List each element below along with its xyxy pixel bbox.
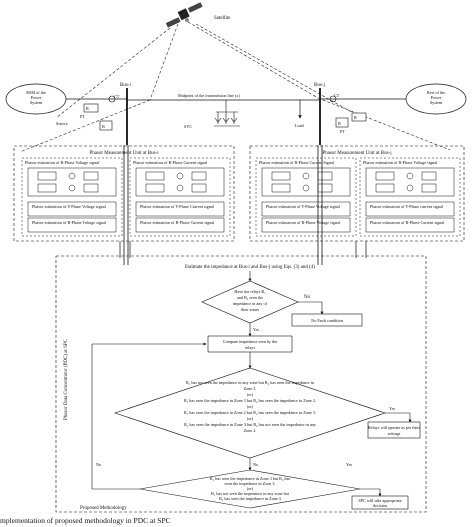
decision2-yes: Yes xyxy=(389,406,395,411)
left-power-system-line3: System xyxy=(30,100,43,105)
spc-action-line1: SPC will take appropriate xyxy=(358,498,401,503)
decision2-line8: R₁ has seen the impedance in Zone 3 but … xyxy=(184,422,317,427)
left-power-system-line2: Power xyxy=(31,95,42,100)
pmu-i-right-output-2: Phasor estimation of B-Phase Current sig… xyxy=(140,220,215,225)
pdc-block: Phasor Data Concentrator (PDC) at SPC Es… xyxy=(55,255,427,513)
pmu-j-title: Phasor Measurement Unit at Bus-j xyxy=(322,151,391,156)
decision3-line1: R₁ has seen the impedance in Zone 3 but … xyxy=(210,476,291,481)
decision2-line1: R₁ has not seen the impedance in any zon… xyxy=(186,380,315,385)
midpoint-label: Midpoint of the transmission line (x) xyxy=(178,93,240,98)
decision2-line6: R₁ has seen the impedance in Zone 2 but … xyxy=(184,410,316,415)
spc-action-line2: decision xyxy=(373,503,388,508)
no-fault-box: No Fault condition xyxy=(311,318,344,323)
pmu-bus-i: Phasor Measurement Unit at Bus-i Phasor … xyxy=(13,145,235,242)
decision1-line2: and R₂ seen the xyxy=(237,295,263,300)
relay-left-label: R xyxy=(86,106,89,111)
decision1-line4: their zones xyxy=(241,307,260,312)
estimate-step: Estimate the impedance at Bus-i and Bus-… xyxy=(185,265,315,270)
decision2-line5: (or) xyxy=(247,404,254,409)
relays-operate-line1: Relays will operate as per their xyxy=(368,425,421,430)
right-power-system-line3: System xyxy=(430,100,443,105)
right-power-system: Rest of the Power System xyxy=(405,83,467,115)
breaker-right-label: B xyxy=(338,121,341,126)
pmu-j-left-title: Phasor estimation of R-Phase Current Sig… xyxy=(259,160,335,165)
decision3-yes: Yes xyxy=(346,462,352,467)
left-power-system: RSM of the Power System xyxy=(5,83,67,115)
pt-left-label: PT xyxy=(80,114,85,119)
decision2-line7: (or) xyxy=(247,416,254,421)
right-power-system-line2: Power xyxy=(431,95,442,100)
satellite-links xyxy=(19,21,451,153)
relay-right-label: R xyxy=(354,115,357,120)
decision1-yes: Yes xyxy=(253,327,259,332)
bus-j-label: Bus-j xyxy=(314,83,325,88)
pmu-i-right-title: Phasor estimation of R-Phase Current sig… xyxy=(133,160,208,165)
left-power-system-line1: RSM of the xyxy=(26,90,46,95)
pmu-i-title: Phasor Measurement Unit at Bus-i xyxy=(89,151,159,156)
load-label: Load xyxy=(295,123,305,128)
svc-symbol xyxy=(214,100,240,127)
pmu-j-right-title: Phasor estimation of R-Phase Voltage sig… xyxy=(363,160,438,165)
figure-caption: mplementation of proposed methodology in… xyxy=(0,516,171,525)
decision2-line9: Zone 2. xyxy=(244,428,257,433)
pdc-side-label: Phasor Data Concentrator (PDC) at SPC xyxy=(64,338,69,420)
pmu-i-left-title: Phasor estimation of R-Phase Voltage sig… xyxy=(25,160,100,165)
ct-left-label: CT xyxy=(114,94,120,99)
decision3-line4: R₁ has not seen the impedance in any zon… xyxy=(211,491,290,496)
decision2-line2: Zone 3. xyxy=(244,386,257,391)
decision3-no: No xyxy=(96,462,101,467)
svc-label: SVC xyxy=(184,124,192,129)
compare-line1: Compare impedance seen by the xyxy=(223,339,278,344)
pmu-j-right-output-1: Phasor estimation of Y-Phase current sig… xyxy=(370,204,444,209)
pmu-j-left-output-2: Phasor estimation of B-Phase Voltage sig… xyxy=(266,220,341,225)
decision1-line1: Have the relays R₁ xyxy=(234,289,266,294)
satellite-icon xyxy=(165,2,203,28)
pt-right-label: PT xyxy=(340,129,345,134)
ct-right-label: CT xyxy=(334,93,340,98)
bus-i-label: Bus-i xyxy=(120,83,131,88)
decision1-line3: impedance in any of xyxy=(233,301,268,306)
pmu-j-right-output-2: Phasor estimation of B-Phase Current sig… xyxy=(370,220,445,225)
pmu-i-left-output-1: Phasor estimation of Y-Phase Voltage sig… xyxy=(32,204,107,209)
decision2-no: No xyxy=(253,462,258,467)
methodology-label: Proposed Methodology xyxy=(80,506,127,511)
relays-operate-line2: settings xyxy=(388,431,401,436)
decision1-no: No xyxy=(304,295,311,300)
satellite-label: Satellite xyxy=(214,16,231,21)
decision3-line5: R₂ has seen the impedance in Zone 3 xyxy=(219,496,281,501)
source-label: Source xyxy=(56,121,68,126)
transmission-line xyxy=(66,88,406,265)
decision2-line4: R₁ has seen the impedance in Zone 3 but … xyxy=(184,398,316,403)
right-power-system-line1: Rest of the xyxy=(427,90,445,95)
decision3-line3: (or) xyxy=(247,486,254,491)
breaker-left-label: B xyxy=(102,124,105,129)
right-equipment: R B CT PT Load xyxy=(295,93,367,134)
compare-line2: relays xyxy=(245,345,255,350)
pmu-i-left-output-2: Phasor estimation of B-Phase Voltage sig… xyxy=(32,220,107,225)
pmu-to-pdc-links xyxy=(119,241,367,258)
left-equipment: R B CT PT Source xyxy=(56,94,120,131)
pmu-i-right-output-1: Phasor estimation of Y-Phase Current sig… xyxy=(140,204,215,209)
pmu-bus-j: Phasor Measurement Unit at Bus-j Phasor … xyxy=(249,145,465,242)
decision2-line3: (or) xyxy=(247,392,254,397)
decision3-line2: seen the impedance in Zone 3. xyxy=(225,481,276,486)
pmu-j-left-output-1: Phasor estimation of Y-Phase Voltage sig… xyxy=(266,204,341,209)
